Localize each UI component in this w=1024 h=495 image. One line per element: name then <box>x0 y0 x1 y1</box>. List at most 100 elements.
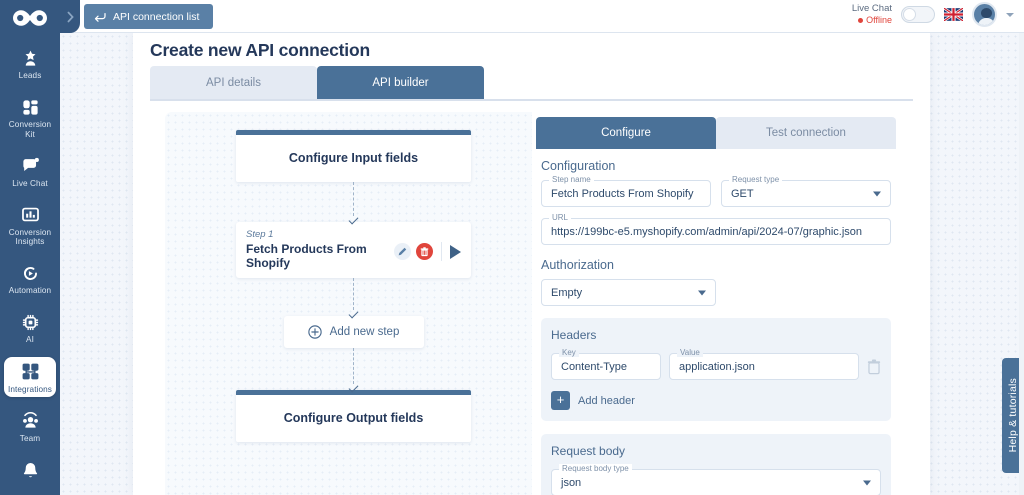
url-field[interactable]: URL https://199bc-e5.myshopify.com/admin… <box>541 213 891 245</box>
authorization-select[interactable]: Empty <box>541 279 716 306</box>
flow-connector <box>348 278 359 319</box>
sidebar-item-automation[interactable]: Automation <box>4 258 56 298</box>
live-chat-toggle[interactable] <box>901 6 935 23</box>
step-name-label: Fetch Products From Shopify <box>246 242 367 270</box>
request-type-label: Request type <box>729 175 783 184</box>
page-title: Create new API connection <box>150 40 370 60</box>
flow-step-card[interactable]: Step 1 Fetch Products From Shopify <box>236 222 471 278</box>
request-body-section-title: Request body <box>551 444 626 458</box>
breadcrumb-label: API connection list <box>113 10 200 23</box>
delete-header-button[interactable] <box>867 358 881 375</box>
chevron-down-icon <box>873 191 881 196</box>
sidebar-item-notifications[interactable] <box>4 455 56 486</box>
sidebar-item-label: Leads <box>18 71 42 81</box>
tabs-underline <box>150 99 913 101</box>
api-connection-list-button[interactable]: API connection list <box>84 4 214 29</box>
request-body-section: Request body Request body type json Exam… <box>541 434 891 495</box>
connector-line <box>353 278 354 310</box>
authorization-value: Empty <box>551 286 583 299</box>
sidebar-item-leads[interactable]: Leads <box>4 43 56 83</box>
main-sidebar: Leads Conversion Kit Live Chat Conversio… <box>0 0 60 495</box>
avatar-head <box>981 8 992 18</box>
add-new-step-button[interactable]: Add new step <box>283 316 424 348</box>
step-info: Step 1 Fetch Products From Shopify <box>246 229 394 270</box>
step-index-label: Step 1 <box>246 229 274 240</box>
refresh-play-icon <box>21 262 40 284</box>
request-body-type-label: Request body type <box>559 464 632 473</box>
chevron-down-icon <box>863 480 871 485</box>
pencil-icon <box>398 247 407 256</box>
sidebar-item-conversion-kit[interactable]: Conversion Kit <box>4 92 56 141</box>
live-chat-status: Offline <box>852 15 892 26</box>
header-key-field[interactable]: Key Content-Type <box>551 348 661 380</box>
chat-bubble-icon <box>21 155 40 177</box>
people-group-icon <box>21 410 40 432</box>
sidebar-collapse-button[interactable] <box>60 0 80 33</box>
header-value-label: Value <box>677 348 703 357</box>
tab-api-builder[interactable]: API builder <box>317 66 484 99</box>
authorization-row: Empty <box>532 279 900 306</box>
connector-line <box>353 348 354 384</box>
sidebar-item-integrations[interactable]: Integrations <box>4 356 56 397</box>
bell-icon <box>21 459 40 481</box>
step-name-value: Fetch Products From Shopify <box>551 187 694 200</box>
main-card: Create new API connection API details AP… <box>133 33 930 495</box>
tab-label: API builder <box>372 76 429 89</box>
run-step-button[interactable] <box>450 244 461 259</box>
infinity-logo-icon <box>13 9 47 26</box>
headers-section: Headers Key Content-Type Value applicati… <box>541 318 891 421</box>
profile-chevron-down-icon[interactable] <box>1006 12 1014 17</box>
plus-circle-icon <box>307 325 322 339</box>
config-tab-label: Test connection <box>766 127 846 139</box>
add-header-button[interactable]: + <box>551 391 570 410</box>
help-and-tutorials-tab[interactable]: Help & tutorials <box>1002 358 1024 473</box>
back-arrow-icon <box>94 12 106 22</box>
sidebar-item-live-chat[interactable]: Live Chat <box>4 151 56 191</box>
edit-step-button[interactable] <box>394 243 411 260</box>
config-tab-label: Configure <box>601 127 651 139</box>
uk-flag-icon[interactable] <box>944 8 963 21</box>
top-bar <box>60 0 1024 33</box>
sidebar-item-label: Conversion Insights <box>8 227 52 247</box>
tab-api-details[interactable]: API details <box>150 66 317 99</box>
tab-test-connection[interactable]: Test connection <box>716 117 896 149</box>
header-row: Key Content-Type Value application.json <box>551 348 881 380</box>
request-body-type-select[interactable]: Request body type json <box>551 464 881 495</box>
live-chat-title: Live Chat <box>851 2 892 14</box>
live-chat-status-block: Live Chat Offline <box>852 3 892 26</box>
app-logo[interactable] <box>0 2 60 33</box>
add-new-step-label: Add new step <box>329 326 400 338</box>
delete-step-button[interactable] <box>416 243 433 260</box>
sidebar-item-label: Automation <box>8 286 52 296</box>
connector-line <box>353 182 354 216</box>
header-key-label: Key <box>559 348 579 357</box>
action-divider <box>441 242 442 261</box>
header-value-field[interactable]: Value application.json <box>669 348 859 380</box>
flow-connector <box>348 182 359 225</box>
request-type-value: GET <box>731 187 754 200</box>
configure-output-fields-box[interactable]: Configure Output fields <box>236 390 471 442</box>
url-value: https://199bc-e5.myshopify.com/admin/api… <box>551 225 863 238</box>
url-row: URL https://199bc-e5.myshopify.com/admin… <box>532 213 900 245</box>
step-config-panel: Configure Test connection Configuration … <box>532 112 900 495</box>
page-scrollbar[interactable] <box>1019 33 1024 495</box>
step-name-field[interactable]: Step name Fetch Products From Shopify <box>541 175 711 207</box>
flow-box-label: Configure Input fields <box>288 151 419 165</box>
authorization-section-title: Authorization <box>541 258 614 272</box>
request-type-select[interactable]: Request type GET <box>721 175 891 207</box>
tab-configure[interactable]: Configure <box>536 117 716 149</box>
chip-icon <box>21 311 40 333</box>
sidebar-item-team[interactable]: Team <box>4 406 56 446</box>
sidebar-item-conversion-insights[interactable]: Conversion Insights <box>4 200 56 249</box>
top-bar-right: Live Chat Offline <box>852 2 1014 27</box>
step-actions <box>394 229 461 261</box>
status-dot-icon <box>858 17 864 23</box>
star-person-icon <box>21 47 40 69</box>
configure-input-fields-box[interactable]: Configure Input fields <box>236 130 471 182</box>
request-body-type-value: json <box>561 476 582 489</box>
sidebar-item-label: Conversion Kit <box>8 120 52 139</box>
sidebar-item-ai[interactable]: AI <box>4 307 56 347</box>
sidebar-item-label: Team <box>19 433 41 443</box>
avatar[interactable] <box>972 2 997 27</box>
flow-box-label: Configure Output fields <box>283 411 424 425</box>
